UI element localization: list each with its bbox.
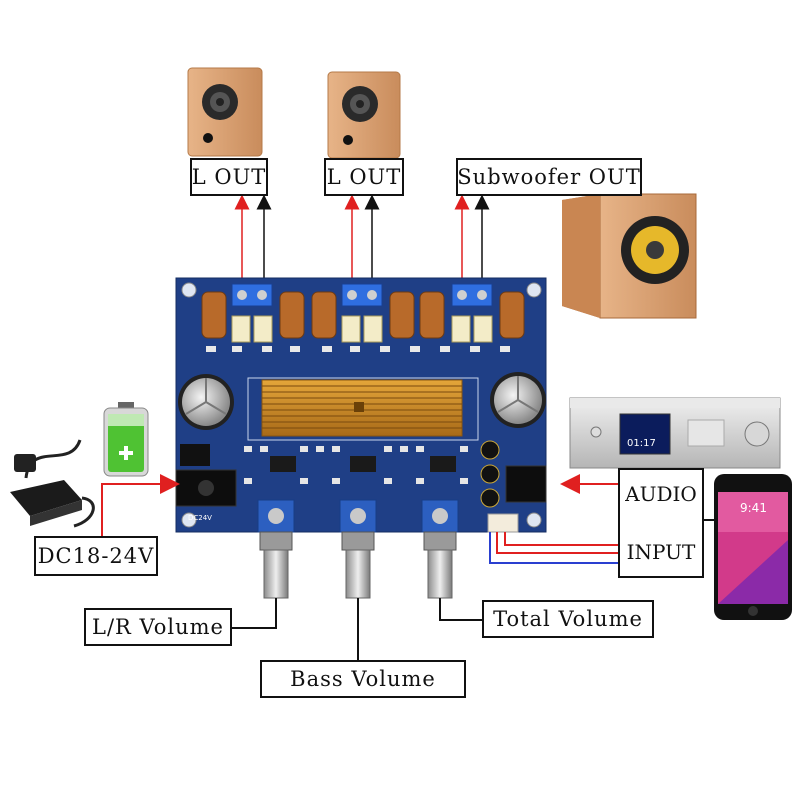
label-subwoofer-out: Subwoofer OUT bbox=[456, 158, 642, 196]
volume-knobs bbox=[259, 531, 457, 599]
label-left-out-2: L OUT bbox=[324, 158, 404, 196]
subwoofer bbox=[562, 193, 697, 319]
power-jack-label: DC24V bbox=[188, 514, 212, 522]
label-power: DC18-24V bbox=[34, 536, 158, 576]
label-input: INPUT bbox=[626, 540, 696, 564]
left-speaker-2 bbox=[327, 71, 401, 159]
label-audio: AUDIO bbox=[625, 482, 697, 506]
power-adapter-icon bbox=[10, 439, 95, 528]
player-time: 01:17 bbox=[627, 438, 656, 449]
left-speaker-1 bbox=[187, 67, 263, 157]
media-player-icon: 01:17 bbox=[569, 397, 781, 469]
label-left-out-1: L OUT bbox=[190, 158, 268, 196]
power-wire bbox=[101, 474, 180, 536]
knob-leader-lines bbox=[230, 598, 484, 662]
battery-icon bbox=[103, 402, 149, 477]
label-total-volume: Total Volume bbox=[482, 600, 654, 638]
phone-time: 9:41 bbox=[740, 501, 767, 515]
audio-input-box: AUDIO INPUT bbox=[618, 468, 704, 578]
label-lr-volume: L/R Volume bbox=[84, 608, 232, 646]
amplifier-board bbox=[175, 277, 547, 533]
phone-icon: 9:41 bbox=[714, 474, 792, 620]
label-bass-volume: Bass Volume bbox=[260, 660, 466, 698]
output-wires bbox=[234, 194, 490, 285]
